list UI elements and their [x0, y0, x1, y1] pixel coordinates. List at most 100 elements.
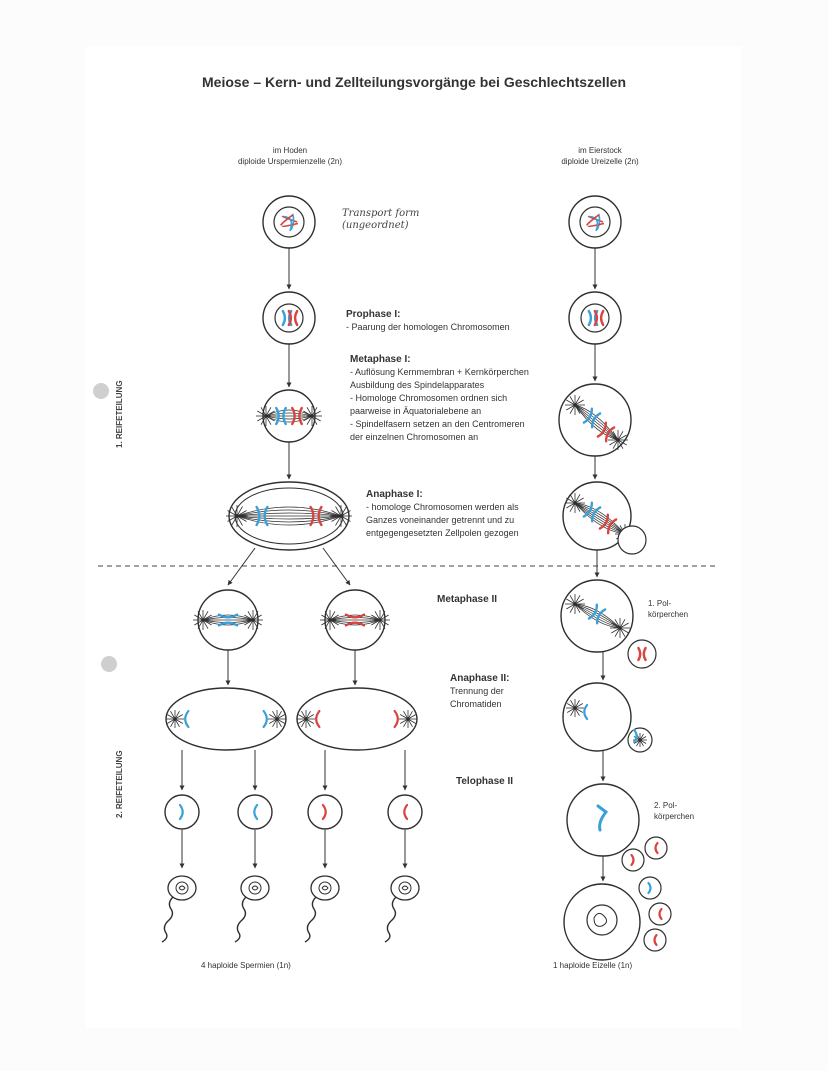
aster-ray — [252, 614, 262, 621]
aster-ray — [197, 611, 204, 621]
cell-left-anaphase2-a — [165, 687, 287, 751]
aster-ray — [324, 611, 331, 621]
aster-ray — [311, 410, 321, 417]
cell-left-metaphase2-b — [320, 589, 390, 651]
aster-ray — [247, 611, 254, 621]
chromosome — [587, 603, 607, 625]
aster-ray — [197, 619, 204, 629]
cell-telophase2-3 — [307, 794, 343, 830]
chromatid — [393, 709, 399, 729]
centriole — [173, 717, 177, 721]
cell-left-anaphase2-b — [296, 687, 418, 751]
step-prophase1: Prophase I: - Paarung der homologen Chro… — [346, 308, 510, 334]
chromosome — [287, 309, 299, 327]
step-prophase1-title: Prophase I: — [346, 309, 401, 320]
punch-hole-top — [93, 383, 109, 399]
sperm-dna — [178, 885, 186, 891]
spindle-fiber — [574, 404, 619, 441]
chromatin — [596, 213, 601, 231]
aster-ray — [265, 415, 272, 425]
spindle-fiber — [574, 404, 619, 441]
chromatid — [653, 933, 658, 947]
nucleus-membrane — [580, 303, 610, 333]
aster-ray — [574, 396, 581, 406]
chromatin — [279, 214, 294, 226]
spindle-fiber — [236, 512, 342, 517]
sperm-2 — [234, 875, 270, 943]
chromatin — [587, 222, 605, 228]
handwritten-note: Transport form (ungeordnet) — [342, 208, 419, 232]
sperm-dna — [401, 885, 409, 891]
aster-ray — [335, 515, 342, 526]
chromatin — [587, 215, 604, 223]
cell-right-anaphase1 — [562, 481, 647, 555]
aster-ray — [236, 506, 243, 517]
cell-left-anaphase1 — [226, 481, 352, 551]
right-header-line2: diploide Ureizelle (2n) — [561, 157, 639, 166]
aster-ray — [612, 439, 619, 449]
cell-membrane — [568, 195, 622, 249]
spindle-fiber — [574, 603, 621, 629]
cell-membrane — [262, 195, 316, 249]
aster-ray — [194, 614, 204, 621]
step-metaphase1: Metaphase I: - Auflösung Kernmembran + K… — [350, 353, 529, 444]
step-metaphase1-title: Metaphase I: — [350, 354, 411, 365]
aster-ray — [252, 611, 259, 621]
aster-ray — [236, 515, 247, 522]
left-header-line1: im Hoden — [272, 146, 308, 155]
sperm-tail — [384, 896, 397, 943]
chromatid — [583, 703, 589, 721]
spindle-fiber — [236, 509, 342, 517]
bottom-left-caption: 4 haploide Spermien (1n) — [201, 961, 291, 970]
spindle-fiber — [574, 603, 621, 629]
chromatid — [262, 709, 268, 729]
chromosome — [255, 505, 269, 527]
chromatin — [589, 215, 599, 232]
step-metaphase2: Metaphase II — [437, 593, 497, 606]
aster-ray — [566, 399, 576, 406]
cell-membrane — [566, 783, 640, 857]
aster-ray — [574, 399, 584, 406]
centriole — [275, 717, 279, 721]
sperm-nucleus — [398, 881, 412, 895]
polar-body-1-line1: 1. Pol- — [648, 599, 672, 608]
polar-body-2-line1: 2. Pol- — [654, 801, 678, 810]
aster-ray — [611, 627, 621, 634]
cell-right-metaphase1 — [558, 383, 632, 457]
arrow — [227, 547, 256, 586]
arrows — [179, 248, 606, 882]
chromatid — [633, 728, 638, 744]
step-anaphase1: Anaphase I: - homologe Chromosomen werde… — [366, 488, 519, 540]
aster-ray — [227, 510, 238, 517]
cell-left-prophase1 — [262, 291, 316, 345]
aster-ray — [236, 510, 247, 517]
step-anaphase1-line: - homologe Chromosomen werden als — [366, 502, 519, 512]
cells — [161, 195, 672, 961]
arrow — [322, 547, 351, 586]
chromatid — [596, 804, 609, 832]
chromatin — [283, 215, 293, 232]
sperm-head — [240, 875, 270, 901]
centriole — [304, 717, 308, 721]
aster-ray — [306, 415, 313, 425]
polar-body-2-label: 2. Pol- körperchen — [654, 800, 694, 822]
handwritten-note-line1: Transport form — [342, 208, 420, 219]
chromatid — [184, 709, 190, 729]
aster-ray — [231, 515, 238, 526]
spindle-fiber — [574, 404, 619, 441]
spindle-fiber — [265, 409, 313, 417]
step-anaphase2-title: Anaphase II: — [450, 673, 510, 684]
chromatin — [585, 214, 600, 226]
aster-ray — [574, 595, 581, 605]
aster-ray — [619, 622, 629, 629]
polar-body — [617, 525, 647, 555]
spindle-fiber — [236, 515, 342, 526]
aster-ray — [609, 439, 619, 446]
cell-right-egg — [563, 876, 672, 961]
sperm-dna — [321, 885, 329, 891]
cell-right-metaphase2 — [560, 579, 657, 669]
aster-ray — [257, 410, 267, 417]
centriole — [573, 706, 577, 710]
aster-ray — [374, 611, 381, 621]
